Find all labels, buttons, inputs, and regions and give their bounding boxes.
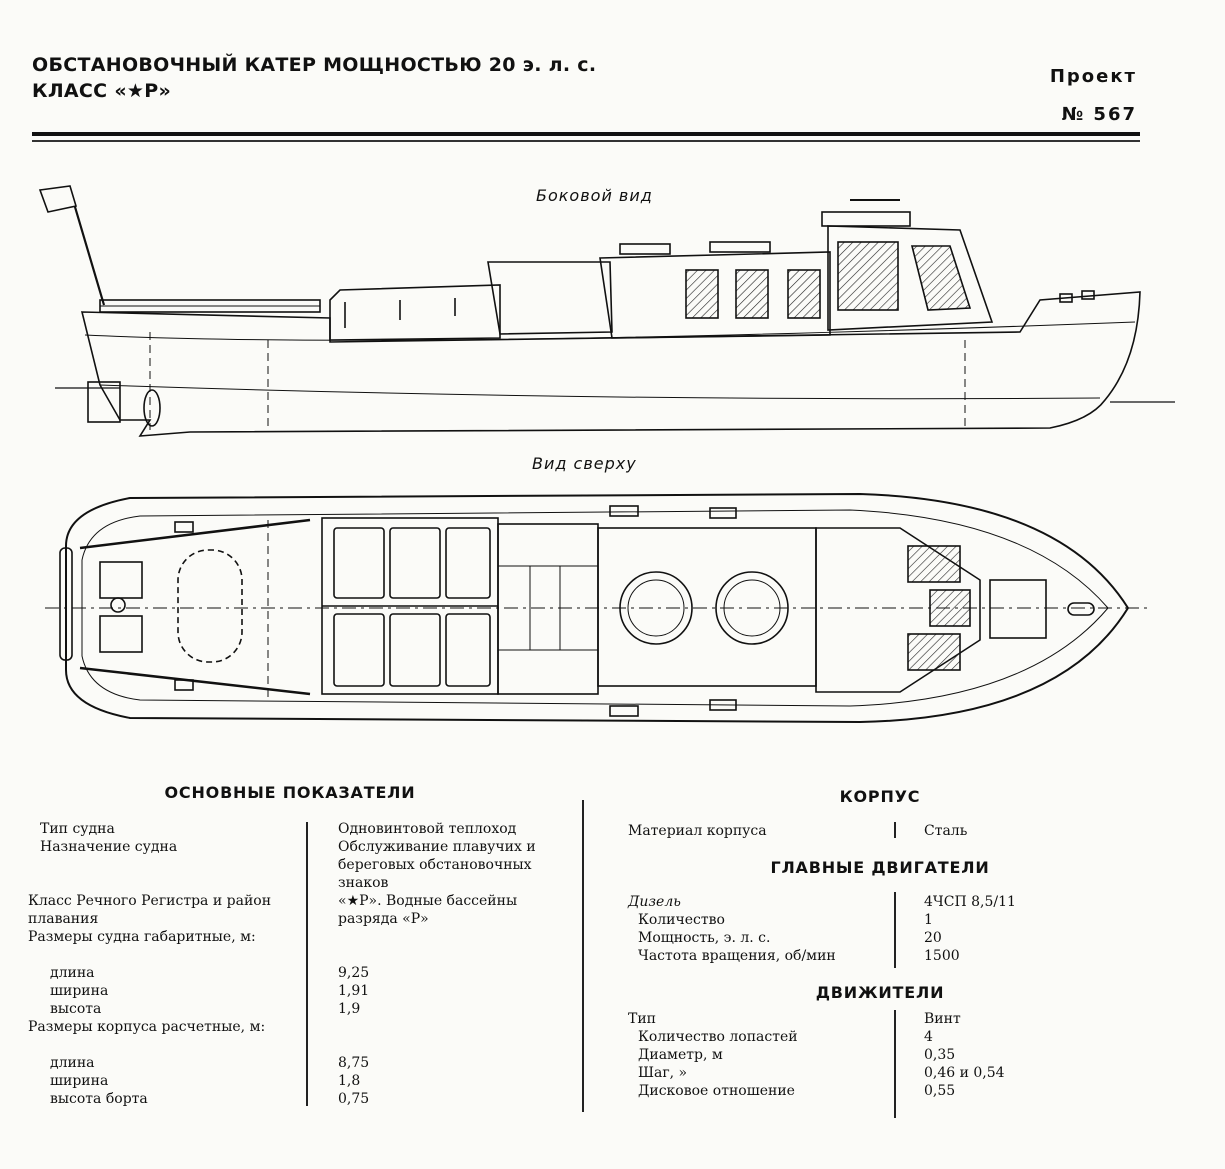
hull-heading: КОРПУС bbox=[839, 787, 921, 806]
main-specs-divider bbox=[306, 822, 308, 1106]
row-value: 1,9 bbox=[338, 1001, 361, 1017]
row-value: Обслуживание плавучих и береговых обстан… bbox=[338, 839, 536, 891]
boat-drawings bbox=[38, 185, 1175, 724]
row-label: Размеры судна габаритные, м: bbox=[28, 929, 256, 945]
prop-pitch-value: 0,46 и 0,54 bbox=[924, 1065, 1005, 1081]
row-label: Размеры корпуса расчетные, м: bbox=[28, 1019, 266, 1035]
header-rule-thick bbox=[32, 132, 1140, 136]
prop-diameter-label: Диаметр, м bbox=[638, 1047, 723, 1063]
row-label: длина bbox=[50, 1055, 95, 1071]
row-label: Тип судна bbox=[40, 821, 115, 837]
row-label: Назначение судна bbox=[40, 839, 178, 855]
row-label: высота борта bbox=[50, 1091, 148, 1107]
engine-rpm-label: Частота вращения, об/мин bbox=[638, 948, 836, 964]
row-label: ширина bbox=[50, 1073, 109, 1089]
engine-count-label: Количество bbox=[638, 912, 725, 928]
row-label: длина bbox=[50, 965, 95, 981]
header-rule-thin bbox=[32, 140, 1140, 142]
prop-type-label: Тип bbox=[628, 1011, 656, 1027]
prop-blades-label: Количество лопастей bbox=[638, 1029, 798, 1045]
engine-type-label: Дизель bbox=[628, 894, 681, 910]
top-view-caption: Вид сверху bbox=[532, 454, 637, 473]
row-label: Класс Речного Регистра и район плавания bbox=[28, 893, 272, 927]
prop-disc-label: Дисковое отношение bbox=[638, 1083, 795, 1099]
skylight-icon bbox=[619, 571, 693, 645]
project-number: № 567 bbox=[1061, 104, 1137, 125]
row-label: ширина bbox=[50, 983, 109, 999]
title-line-1: ОБСТАНОВОЧНЫЙ КАТЕР МОЩНОСТЬЮ 20 э. л. с… bbox=[32, 54, 597, 76]
engine-power-value: 20 bbox=[924, 930, 942, 946]
prop-blades-value: 4 bbox=[924, 1029, 933, 1045]
mast-flag-icon bbox=[38, 185, 106, 306]
main-specs-heading: ОСНОВНЫЕ ПОКАЗАТЕЛИ bbox=[164, 783, 416, 802]
engine-type-value: 4ЧСП 8,5/11 bbox=[924, 894, 1016, 910]
engines-divider bbox=[894, 892, 896, 968]
side-view-drawing bbox=[38, 185, 1175, 437]
row-value: 0,75 bbox=[338, 1091, 370, 1107]
column-divider bbox=[582, 800, 584, 1112]
side-hull bbox=[80, 291, 1141, 437]
prop-diameter-value: 0,35 bbox=[924, 1047, 956, 1063]
engine-count-value: 1 bbox=[924, 912, 933, 928]
project-label: Проект bbox=[1049, 66, 1137, 87]
hull-material-label: Материал корпуса bbox=[628, 823, 767, 839]
row-label: высота bbox=[50, 1001, 102, 1017]
project-block: Проект № 567 bbox=[1050, 58, 1137, 134]
row-value: 1,91 bbox=[338, 983, 370, 999]
engine-rpm-value: 1500 bbox=[924, 948, 960, 964]
prop-pitch-label: Шаг, » bbox=[638, 1065, 688, 1081]
propulsors-heading: ДВИЖИТЕЛИ bbox=[815, 983, 945, 1002]
bollard-icon bbox=[110, 597, 126, 613]
engines-heading: ГЛАВНЫЕ ДВИГАТЕЛИ bbox=[770, 858, 990, 877]
hull-material-value: Сталь bbox=[924, 823, 968, 839]
skylight-icon bbox=[715, 571, 789, 645]
propulsors-divider bbox=[894, 1010, 896, 1118]
title-line-2: КЛАСС «★Р» bbox=[32, 80, 172, 102]
top-view-drawing bbox=[45, 492, 1150, 724]
hull-divider bbox=[894, 822, 896, 838]
row-value: «★Р». Водные бассейны разряда «Р» bbox=[338, 893, 518, 927]
row-value: Одновинтовой теплоход bbox=[338, 821, 517, 837]
engine-power-label: Мощность, э. л. с. bbox=[638, 930, 771, 946]
document-title: ОБСТАНОВОЧНЫЙ КАТЕР МОЩНОСТЬЮ 20 э. л. с… bbox=[32, 52, 596, 104]
row-value: 8,75 bbox=[338, 1055, 370, 1071]
row-value: 1,8 bbox=[338, 1073, 361, 1089]
prop-type-value: Винт bbox=[924, 1011, 961, 1027]
prop-disc-value: 0,55 bbox=[924, 1083, 956, 1099]
side-view-caption: Боковой вид bbox=[536, 186, 653, 205]
row-value: 9,25 bbox=[338, 965, 370, 981]
